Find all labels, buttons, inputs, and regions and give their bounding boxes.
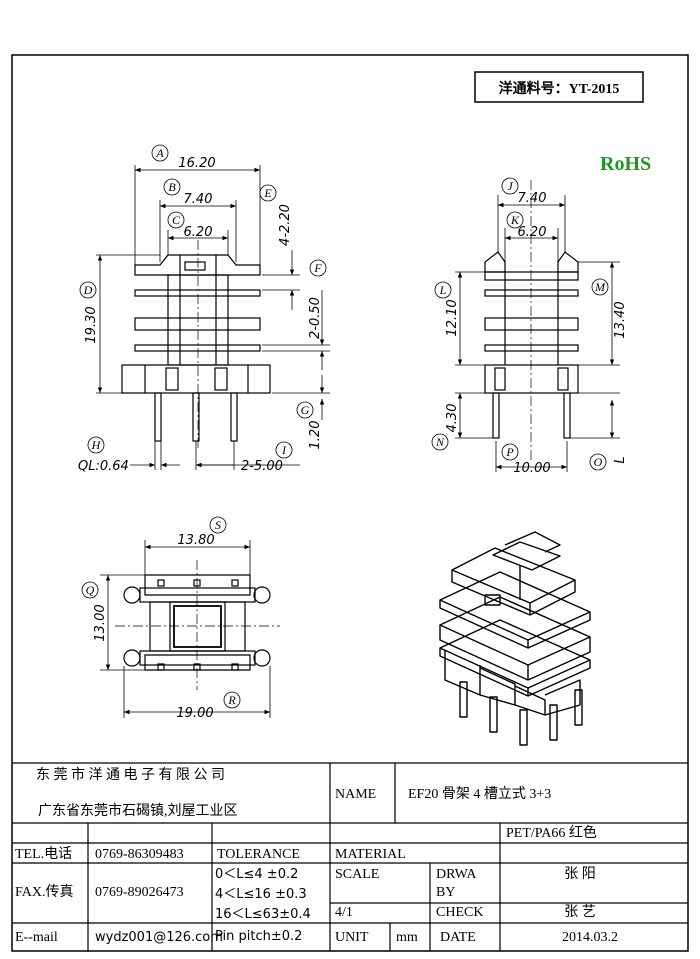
svg-text:I: I bbox=[281, 443, 287, 457]
email-value: wydz001@126.com bbox=[95, 930, 223, 945]
material-label: MATERIAL bbox=[335, 847, 406, 862]
dim-s-value: 13.80 bbox=[177, 533, 214, 548]
tolerance-row-4: Pin pitch±0.2 bbox=[215, 929, 302, 944]
tel-value: 0769-86309483 bbox=[95, 847, 184, 862]
part-number-box bbox=[474, 71, 644, 103]
sheet-border bbox=[11, 54, 689, 952]
dim-p-value: 10.00 bbox=[513, 461, 550, 476]
date-value: 2014.03.2 bbox=[562, 930, 618, 945]
dim-h-value: QL:0.64 bbox=[78, 459, 129, 474]
title-block-grid bbox=[12, 762, 688, 951]
bottom-view-labels: 13.80 13.00 19.00 bbox=[93, 533, 215, 721]
svg-text:J: J bbox=[507, 179, 513, 193]
dim-a-value: 16.20 bbox=[178, 156, 215, 171]
check-value: 张 艺 bbox=[564, 904, 596, 920]
title-block-text: 东 莞 市 洋 通 电 子 有 限 公 司 广东省东莞市石碣镇,刘屋工业区 NA… bbox=[15, 766, 618, 945]
unit-label: UNIT bbox=[335, 930, 369, 945]
front-view-dimensions bbox=[96, 165, 330, 470]
tolerance-row-1: 0＜L≤4 ±0.2 bbox=[215, 867, 298, 882]
date-label: DATE bbox=[440, 930, 476, 945]
dim-q-value: 13.00 bbox=[93, 604, 108, 641]
svg-text:F: F bbox=[313, 261, 322, 275]
svg-text:G: G bbox=[301, 403, 310, 417]
svg-text:P: P bbox=[505, 445, 514, 459]
scale-label: SCALE bbox=[335, 867, 379, 882]
svg-text:R: R bbox=[227, 693, 236, 707]
tel-label: TEL.电话 bbox=[15, 846, 72, 862]
email-label: E--mail bbox=[15, 930, 58, 945]
svg-text:K: K bbox=[510, 213, 520, 227]
dim-b-value: 7.40 bbox=[184, 192, 213, 207]
svg-text:L: L bbox=[439, 283, 447, 297]
dim-m-value: 13.40 bbox=[613, 301, 628, 338]
dim-r-value: 19.00 bbox=[176, 706, 213, 721]
tolerance-row-3: 16＜L≤63±0.4 bbox=[215, 907, 311, 922]
drwa-label: DRWA bbox=[436, 867, 477, 882]
name-value: EF20 骨架 4 槽立式 3+3 bbox=[408, 786, 551, 802]
rohs-mark: RoHS bbox=[600, 153, 651, 175]
check-label: CHECK bbox=[436, 905, 483, 920]
bottom-view bbox=[115, 560, 280, 690]
by-label: BY bbox=[436, 885, 455, 900]
tolerance-row-2: 4＜L≤16 ±0.3 bbox=[215, 887, 307, 902]
dim-g-value: 1.20 bbox=[308, 421, 323, 450]
svg-text:O: O bbox=[594, 455, 603, 469]
name-label: NAME bbox=[335, 787, 376, 802]
scale-value: 4/1 bbox=[335, 905, 353, 920]
dim-l-value: 12.10 bbox=[445, 299, 460, 336]
dim-o-value: L bbox=[613, 456, 628, 463]
svg-text:H: H bbox=[91, 438, 102, 452]
bottom-view-balloons: S Q R bbox=[81, 516, 241, 709]
front-view-labels: 16.20 7.40 6.20 19.30 4-2.20 2-0.50 1.20… bbox=[78, 156, 323, 474]
isometric-view bbox=[439, 531, 591, 746]
dim-i-value: 2-5.00 bbox=[241, 459, 283, 474]
dim-e-value: 4-2.20 bbox=[278, 204, 293, 246]
svg-text:M: M bbox=[594, 280, 606, 294]
company-address: 广东省东莞市石碣镇,刘屋工业区 bbox=[38, 802, 238, 819]
dim-f-value: 2-0.50 bbox=[308, 297, 323, 339]
front-view-balloons: A B C D E F G H I bbox=[79, 144, 327, 459]
svg-text:B: B bbox=[168, 180, 176, 194]
side-view-balloons: J K L M N P O bbox=[431, 177, 609, 471]
drwa-value: 张 阳 bbox=[564, 866, 596, 882]
svg-text:A: A bbox=[155, 146, 164, 160]
unit-value: mm bbox=[396, 930, 418, 945]
front-view bbox=[121, 240, 271, 450]
dim-d-value: 19.30 bbox=[84, 306, 99, 343]
fax-value: 0769-89026473 bbox=[95, 885, 184, 900]
part-number: 洋通料号：YT-2015 bbox=[499, 80, 620, 97]
side-view-labels: 7.40 6.20 12.10 13.40 4.30 10.00 L bbox=[445, 191, 628, 476]
dim-n-value: 4.30 bbox=[445, 404, 460, 433]
svg-text:N: N bbox=[435, 435, 445, 449]
svg-text:D: D bbox=[83, 283, 93, 297]
company-name: 东 莞 市 洋 通 电 子 有 限 公 司 bbox=[36, 766, 225, 783]
svg-text:C: C bbox=[172, 213, 181, 227]
svg-text:Q: Q bbox=[86, 583, 95, 597]
material-value: PET/PA66 红色 bbox=[506, 824, 597, 841]
bottom-view-dimensions bbox=[100, 540, 271, 718]
side-view-dimensions bbox=[455, 195, 620, 472]
fax-label: FAX.传真 bbox=[15, 884, 73, 900]
dim-k-value: 6.20 bbox=[518, 225, 547, 240]
tolerance-label: TOLERANCE bbox=[217, 847, 300, 862]
svg-text:E: E bbox=[263, 186, 272, 200]
dim-j-value: 7.40 bbox=[518, 191, 547, 206]
dim-c-value: 6.20 bbox=[184, 225, 213, 240]
svg-text:S: S bbox=[215, 518, 221, 532]
side-view bbox=[484, 180, 579, 460]
